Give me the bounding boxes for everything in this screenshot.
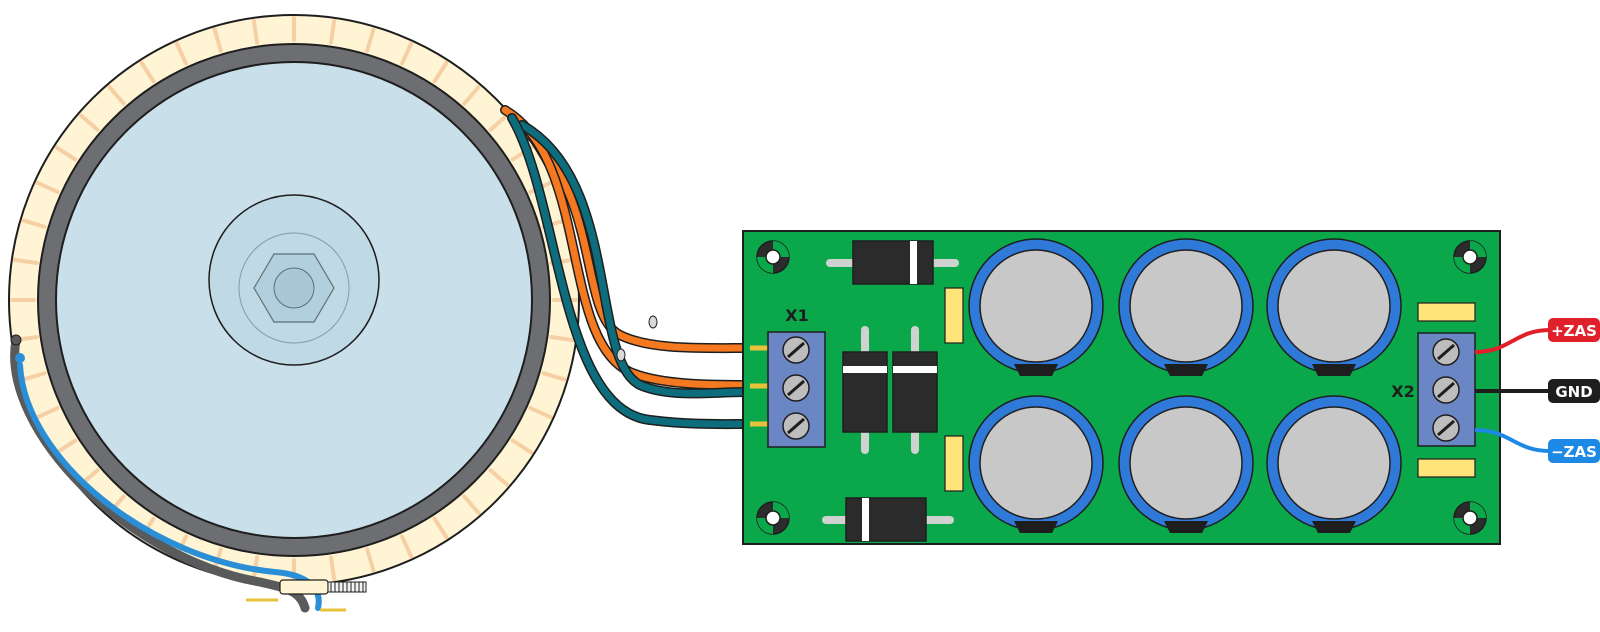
resistor-right-bottom — [1417, 458, 1476, 478]
connector-x1-label: X1 — [785, 306, 808, 325]
electrolytic-capacitor — [968, 395, 1104, 533]
winding-tick — [541, 371, 567, 382]
output-label-negative-text: −ZAS — [1551, 443, 1597, 461]
mounting-bolt-icon — [273, 267, 315, 309]
winding-tick — [488, 468, 510, 487]
winding-tick — [21, 371, 47, 382]
diode-vertical-left — [842, 326, 888, 454]
winding-tick — [21, 218, 47, 229]
output-label-ground-text: GND — [1555, 383, 1592, 401]
mounting-hole — [756, 240, 790, 274]
terminal-block-x2: X2 — [1391, 332, 1476, 447]
secondary-wires — [500, 105, 753, 430]
winding-ticks — [10, 16, 578, 584]
output-wires: +ZAS GND −ZAS — [1474, 318, 1600, 463]
secondary-wire-teal-1 — [518, 121, 752, 397]
primary-wire-gray-end — [10, 334, 22, 346]
terminal-screw-icon — [782, 374, 810, 402]
terminal-screw-icon — [782, 412, 810, 440]
pcb-board: X1 X2 — [742, 230, 1501, 545]
winding-tick — [12, 257, 39, 265]
terminal-screw-icon — [782, 336, 810, 364]
resistor-left-bottom — [944, 435, 964, 492]
washer-inner-ring — [238, 232, 350, 344]
resistor-left-top — [944, 287, 964, 344]
winding-tick — [78, 113, 100, 132]
winding-tick — [35, 180, 60, 194]
winding-tick — [400, 534, 414, 559]
winding-tick — [139, 60, 156, 84]
terminal-block-x1: X1 — [750, 306, 826, 448]
output-wire-negative — [1474, 428, 1551, 453]
resistor-right-top — [1417, 302, 1476, 322]
winding-tick — [510, 438, 534, 455]
winding-tick — [329, 18, 337, 45]
electrolytic-capacitor — [1266, 238, 1402, 376]
diode-vertical-right — [892, 326, 938, 454]
terminal-screw-icon — [1432, 414, 1460, 442]
winding-tick — [365, 547, 376, 573]
winding-tick — [107, 84, 126, 106]
output-label-positive-text: +ZAS — [1551, 322, 1597, 340]
primary-wire-blue-end — [15, 353, 25, 363]
secondary-wire-teal-2 — [508, 114, 752, 428]
electrolytic-capacitor — [1266, 395, 1402, 533]
winding-tick — [35, 406, 60, 420]
diode-horizontal-top — [826, 240, 959, 285]
winding-tick — [174, 41, 188, 66]
wire-sleeve-marker — [648, 315, 658, 329]
diode-horizontal-bottom — [822, 497, 954, 542]
winding-tick — [212, 27, 223, 53]
winding-tick — [488, 113, 510, 132]
screw-thread-lines — [330, 582, 364, 592]
terminal-screw-icon — [1432, 376, 1460, 404]
winding-tick — [528, 406, 553, 420]
output-label-ground: GND — [1548, 379, 1600, 403]
wire-sleeve-marker — [616, 348, 626, 362]
output-label-positive: +ZAS — [1548, 318, 1600, 342]
winding-tick — [462, 494, 481, 516]
electrolytic-capacitor — [1118, 238, 1254, 376]
primary-wires — [10, 334, 367, 613]
electrolytic-capacitor — [968, 238, 1104, 376]
screw-clamp-body — [279, 579, 329, 595]
winding-tick — [329, 555, 337, 582]
electrolytic-capacitor — [1118, 395, 1254, 533]
mounting-hole — [1453, 501, 1487, 535]
mounting-hole — [756, 501, 790, 535]
winding-tick — [54, 145, 78, 162]
output-label-negative: −ZAS — [1548, 439, 1600, 463]
mounting-hole — [1453, 240, 1487, 274]
winding-tick — [365, 27, 376, 53]
winding-tick — [400, 41, 414, 66]
toroidal-transformer — [8, 14, 580, 586]
winding-tick — [549, 335, 576, 343]
winding-tick — [462, 84, 481, 106]
terminal-screw-icon — [1432, 338, 1460, 366]
winding-tick — [432, 516, 449, 540]
winding-tick — [54, 438, 78, 455]
winding-tick — [432, 60, 449, 84]
capacitor-bank — [968, 238, 1402, 533]
winding-tick — [251, 18, 259, 45]
connector-x2-label: X2 — [1391, 382, 1414, 401]
secondary-wire-orange-2 — [501, 106, 752, 389]
output-wire-positive — [1474, 328, 1551, 354]
